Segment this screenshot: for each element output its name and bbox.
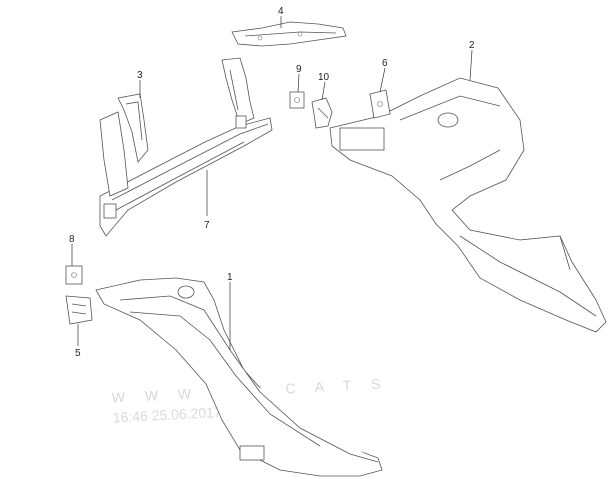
part-1-side-rail[interactable]: [95, 277, 383, 477]
leader-6: [379, 67, 386, 93]
part-5-reinforcement[interactable]: [65, 295, 93, 325]
callout-2[interactable]: 2: [469, 40, 475, 51]
leader-10: [321, 81, 326, 101]
part-9-clip[interactable]: [289, 91, 305, 109]
callout-7[interactable]: 7: [204, 220, 210, 231]
callout-9[interactable]: 9: [296, 64, 302, 75]
part-4-upper-bracket[interactable]: [231, 21, 347, 47]
part-3-front-bracket[interactable]: [117, 93, 149, 163]
callout-6[interactable]: 6: [382, 58, 388, 69]
part-2-underbody[interactable]: [329, 77, 607, 333]
leader-9: [297, 73, 300, 93]
watermark-timestamp: 16:46 25.06.2017: [112, 404, 222, 426]
callout-1[interactable]: 1: [227, 272, 233, 283]
leader-2: [469, 49, 473, 81]
callout-4[interactable]: 4: [278, 6, 284, 17]
callout-8[interactable]: 8: [69, 234, 75, 245]
callout-3[interactable]: 3: [137, 70, 143, 81]
part-10-bracket[interactable]: [311, 97, 333, 129]
callout-10[interactable]: 10: [318, 72, 330, 83]
part-7-front-frame[interactable]: [99, 57, 273, 237]
callout-labels: 4 3 2 9 10 6 7 8 5 1: [69, 6, 475, 359]
leader-lines: [71, 16, 473, 350]
part-6-bracket[interactable]: [369, 89, 391, 119]
part-8-clip[interactable]: [65, 265, 83, 285]
callout-5[interactable]: 5: [75, 348, 81, 359]
